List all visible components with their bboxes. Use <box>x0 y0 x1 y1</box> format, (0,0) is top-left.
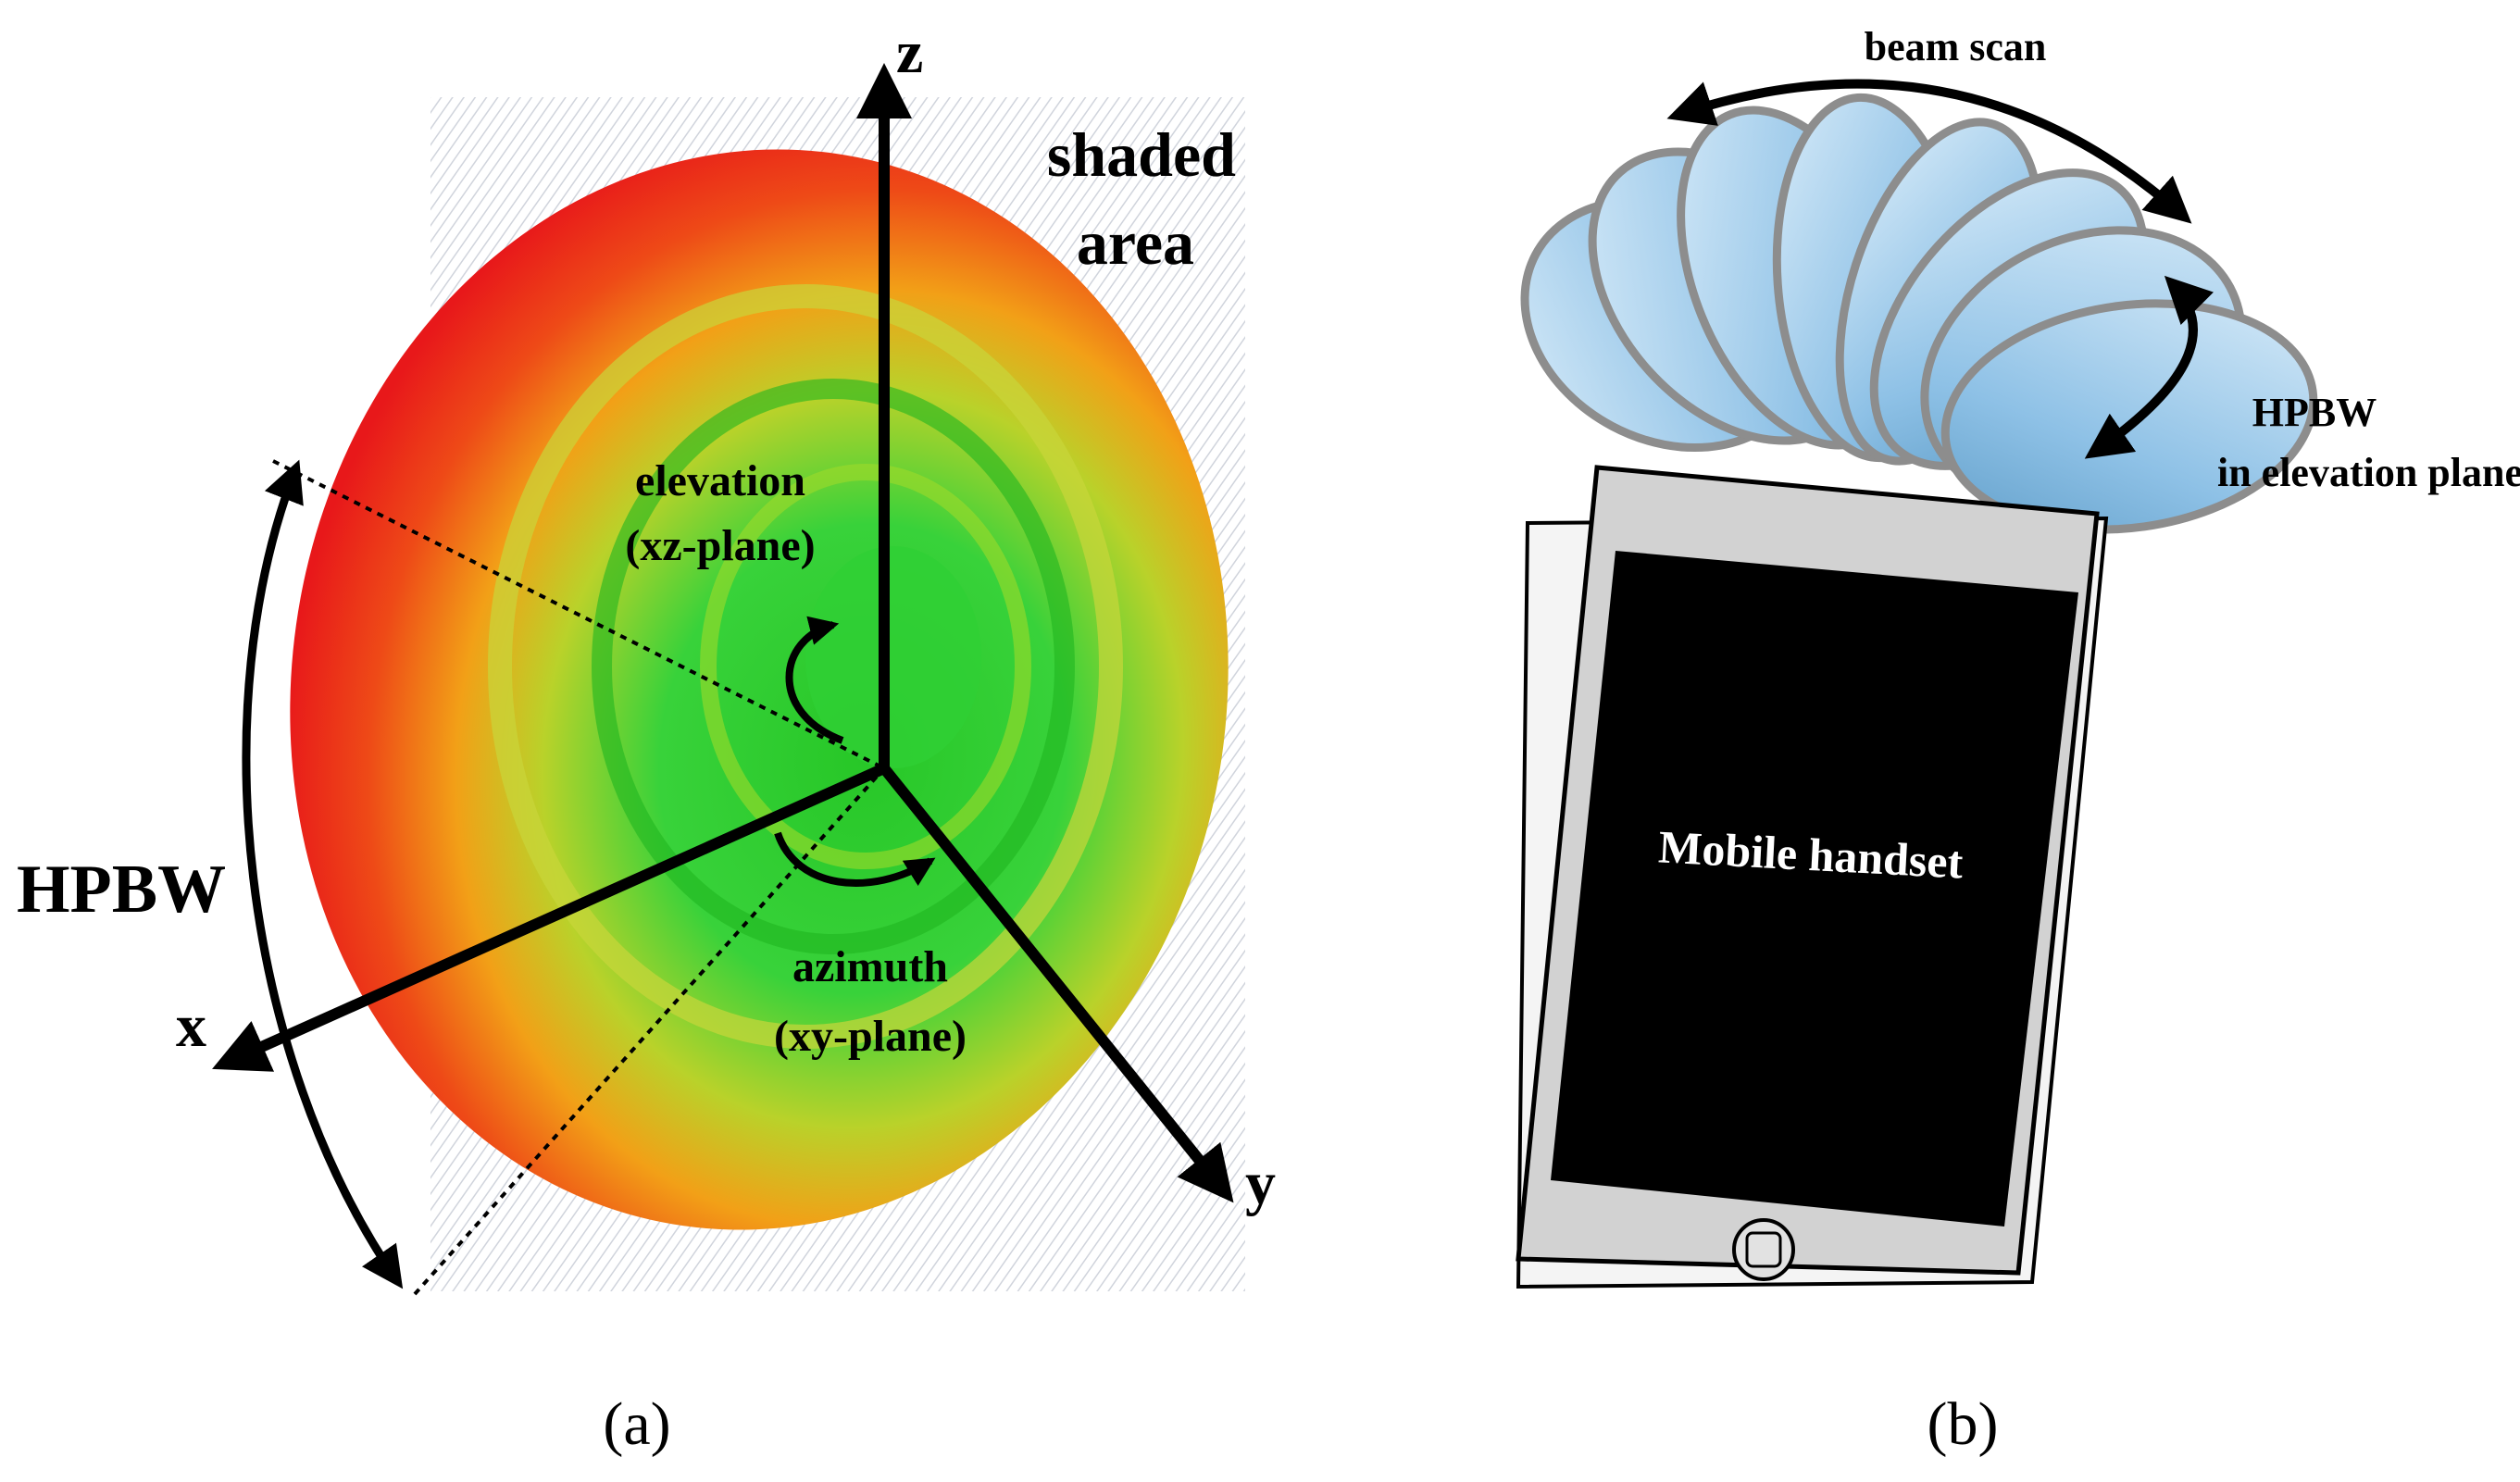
elevation-label-line2: (xz-plane) <box>625 521 815 570</box>
handset-screen <box>1551 551 2078 1227</box>
y-axis <box>880 765 1234 1203</box>
panel-a: z x y shaded area elevation (xz-plane) a… <box>17 19 1276 1458</box>
beam-scan-arrow <box>1666 79 2192 224</box>
elevation-label-line1: elevation <box>635 456 805 505</box>
caption-a: (a) <box>603 1390 670 1458</box>
hpbw-arc-arrow <box>242 459 404 1289</box>
hpbw-elevation-label-line1: HPBW <box>2252 390 2377 435</box>
hpbw-dashed-lower <box>413 766 886 1296</box>
elevation-arc-arrow <box>785 616 844 744</box>
x-axis-label: x <box>176 992 206 1060</box>
home-button <box>1732 1218 1795 1281</box>
hpbw-dashed-upper <box>272 459 885 770</box>
azimuth-label-line1: azimuth <box>792 942 948 991</box>
mobile-handset <box>1516 465 2109 1289</box>
shaded-area-label-line2: area <box>1077 207 1194 278</box>
azimuth-label-line2: (xy-plane) <box>774 1012 967 1061</box>
home-button-inner <box>1745 1231 1782 1268</box>
hpbw-elevation-label-line2: in elevation plane <box>2217 450 2520 495</box>
beam-scan-label: beam scan <box>1865 24 2047 69</box>
y-axis-label: y <box>1245 1150 1276 1217</box>
caption-b: (b) <box>1927 1390 1999 1458</box>
azimuth-arc-arrow <box>774 831 936 887</box>
panel-b: beam scan HPBW in elevation plane Mobile… <box>1516 24 2520 1458</box>
hpbw-label: HPBW <box>17 852 226 928</box>
shaded-area-label-line1: shaded <box>1047 119 1236 190</box>
radiation-pattern <box>290 149 1229 1230</box>
z-axis-label: z <box>896 19 923 86</box>
hpbw-elevation-arrow <box>2084 275 2214 459</box>
